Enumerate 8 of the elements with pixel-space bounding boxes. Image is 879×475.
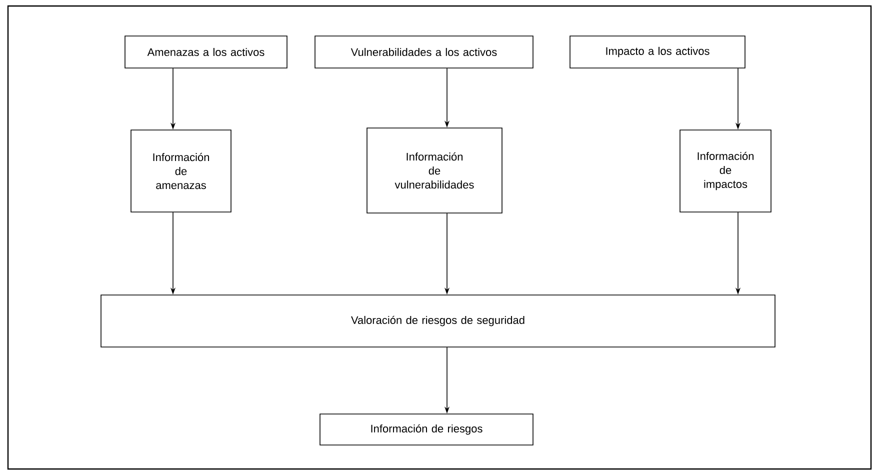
process-box: Información de vulnerabilidades (366, 128, 502, 214)
process-box: Impacto a los activos (570, 36, 746, 68)
process-box: Valoración de riesgos de seguridad (100, 294, 776, 348)
process-box: Información de riesgos (320, 414, 534, 446)
process-box: Información de impactos (680, 130, 772, 212)
process-box: Información de amenazas (130, 130, 232, 212)
process-box: Vulnerabilidades a los activos (314, 36, 534, 68)
process-box: Amenazas a los activos (124, 36, 288, 68)
